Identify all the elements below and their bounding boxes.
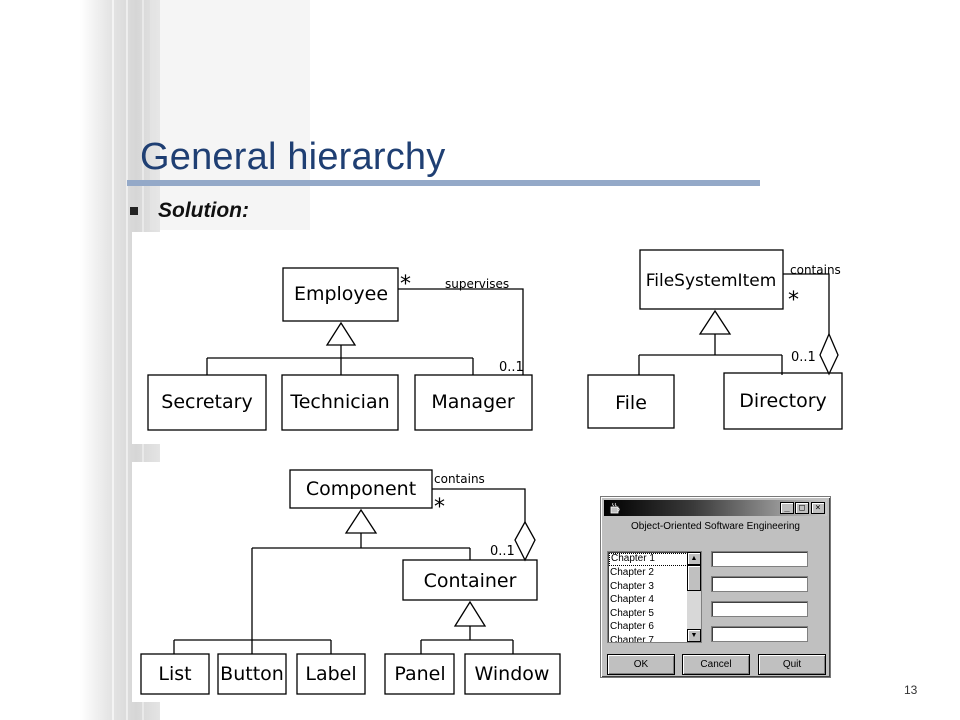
uml-diagram-bottom: Component Container List Button Label Pa… [140, 469, 561, 695]
container-label: Container [424, 570, 517, 592]
aggregation-diamond-bottom [514, 520, 536, 562]
bullet-square [130, 207, 138, 215]
container-generalization-triangle [453, 600, 487, 627]
list-item[interactable]: Chapter 7 [610, 634, 654, 643]
button-class-box [217, 653, 287, 695]
scroll-thumb[interactable] [687, 565, 701, 591]
list-item[interactable]: Chapter 1 [609, 553, 688, 566]
contains-association-line-top [783, 273, 830, 334]
filesystem-optional-multiplicity: 0..1 [791, 350, 816, 365]
employee-generalization-triangle [325, 321, 357, 346]
file-class-box [587, 374, 675, 429]
panel-class-box [384, 653, 455, 695]
file-label: File [615, 392, 647, 414]
component-optional-multiplicity: 0..1 [490, 544, 515, 559]
java-window-screenshot: _ □ × Object-Oriented Software Engineeri… [600, 496, 831, 678]
filesystemitem-label: FileSystemItem [646, 271, 777, 291]
window-class-box [464, 653, 561, 695]
secretary-class-box [147, 374, 267, 431]
supervises-association-line [398, 288, 524, 375]
list-scrollbar[interactable]: ▲ ▼ [687, 552, 701, 642]
panel-label: Panel [394, 663, 445, 685]
employee-class-box [282, 267, 399, 322]
ok-button[interactable]: OK [607, 654, 675, 675]
manager-class-box [414, 374, 533, 431]
scroll-down-arrow-icon[interactable]: ▼ [687, 629, 701, 642]
manager-label: Manager [431, 391, 514, 413]
window-label: Window [475, 663, 550, 685]
diagram-panel-bottom: Component Container List Button Label Pa… [132, 462, 566, 702]
directory-class-box [723, 372, 843, 430]
supervises-label: supervises [445, 277, 509, 291]
component-label: Component [306, 478, 416, 500]
button-label: Button [220, 663, 284, 685]
text-field-4[interactable] [711, 626, 808, 642]
list-item[interactable]: Chapter 5 [610, 607, 654, 619]
label-class-box [296, 653, 366, 695]
technician-class-box [281, 374, 399, 431]
page-number: 13 [904, 683, 918, 697]
contains-label-bottom: contains [434, 472, 485, 486]
list-item[interactable]: Chapter 6 [610, 621, 654, 632]
employee-label: Employee [294, 283, 388, 305]
window-heading-label: Object-Oriented Software Engineering [631, 521, 800, 532]
bullet-solution: Solution: [158, 199, 249, 222]
uml-diagram-top: Employee Secretary Technician Manager Fi… [147, 249, 843, 431]
contains-label-top: contains [790, 263, 841, 277]
cancel-button[interactable]: Cancel [682, 654, 750, 675]
employee-optional-multiplicity: 0..1 [499, 360, 524, 375]
directory-label: Directory [739, 390, 827, 412]
quit-button[interactable]: Quit [758, 654, 826, 675]
label-label: Label [305, 663, 356, 685]
filesystem-many-multiplicity: * [788, 288, 799, 313]
component-generalization-triangle [344, 508, 378, 534]
container-class-box [402, 559, 538, 601]
java-cup-icon [610, 502, 620, 514]
minimize-button[interactable]: _ [780, 502, 794, 514]
contains-association-line-bottom [432, 488, 526, 522]
text-field-1[interactable] [711, 551, 808, 567]
technician-label: Technician [289, 391, 389, 413]
component-many-multiplicity: * [434, 495, 445, 520]
slide-title: General hierarchy [140, 136, 446, 178]
list-item[interactable]: Chapter 3 [610, 580, 654, 592]
list-item[interactable]: Chapter 2 [610, 567, 654, 578]
window-titlebar: _ □ × [604, 500, 827, 516]
text-field-3[interactable] [711, 601, 808, 617]
list-class-box [140, 653, 210, 695]
scroll-up-arrow-icon[interactable]: ▲ [687, 552, 701, 565]
filesystemitem-class-box [639, 249, 784, 310]
list-item[interactable]: Chapter 4 [610, 594, 654, 605]
text-field-2[interactable] [711, 576, 808, 592]
chapter-list[interactable]: Chapter 1 Chapter 2 Chapter 3 Chapter 4 … [607, 551, 702, 643]
list-label: List [158, 663, 191, 685]
diagram-panel-top: Employee Secretary Technician Manager Fi… [132, 232, 864, 444]
aggregation-diamond-top [819, 332, 839, 376]
filesystem-generalization-triangle [698, 309, 732, 335]
secretary-label: Secretary [161, 391, 252, 413]
title-underline [127, 180, 760, 186]
close-button[interactable]: × [811, 502, 825, 514]
maximize-button[interactable]: □ [795, 502, 809, 514]
employee-many-multiplicity: * [400, 272, 411, 297]
